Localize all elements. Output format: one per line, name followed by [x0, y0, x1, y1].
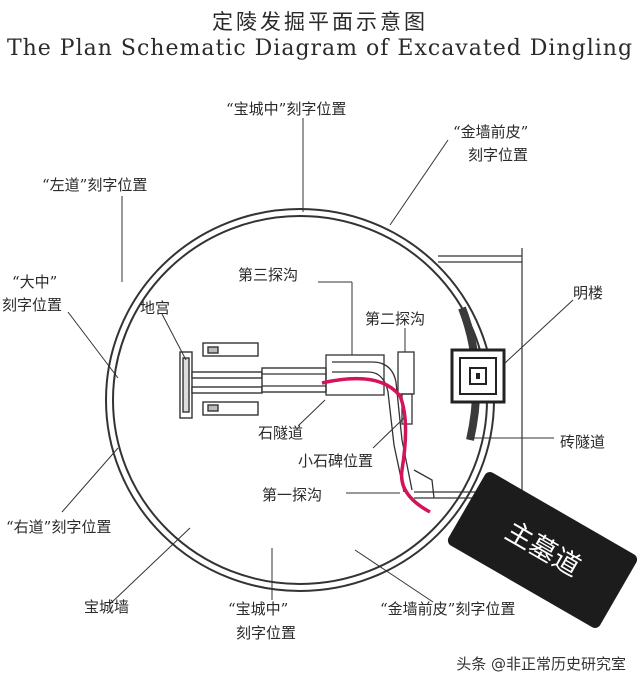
- label-digong: 地宫: [140, 299, 170, 317]
- minglou-building: [450, 348, 506, 404]
- label-minglou: 明楼: [573, 284, 603, 302]
- annotation-path: [321, 376, 431, 514]
- label-youdao: “右道”刻字位置: [6, 518, 111, 536]
- label-baocheng-bottom-2: 刻字位置: [236, 624, 296, 642]
- label-zhuansuidao: 砖隧道: [560, 433, 605, 451]
- stone-tunnel: [262, 373, 326, 387]
- label-dazhong-1: “大中”: [12, 273, 57, 291]
- digong-structure: [179, 342, 327, 419]
- label-tangou2: 第二探沟: [365, 310, 425, 328]
- label-tangou3: 第三探沟: [238, 266, 298, 284]
- label-jinqiang-bottom: “金墙前皮”刻字位置: [380, 600, 515, 618]
- label-xiaoshibei: 小石碑位置: [298, 452, 373, 470]
- label-baochengqiang: 宝城墙: [84, 598, 129, 616]
- label-zuodao: “左道”刻字位置: [42, 176, 147, 194]
- labels: “宝城中”刻字位置 “金墙前皮” 刻字位置 “左道”刻字位置 “大中” 刻字位置…: [2, 100, 605, 642]
- label-baocheng-bottom-1: “宝城中”: [228, 600, 288, 618]
- diagram-title-en: The Plan Schematic Diagram of Excavated …: [6, 36, 634, 61]
- label-jinqiang-top-2: 刻字位置: [468, 146, 528, 164]
- trench-structures: [325, 351, 435, 499]
- watermark: 头条 @非正常历史研究室: [456, 655, 626, 673]
- diagram-title-cn: 定陵发掘平面示意图: [212, 10, 428, 34]
- label-dazhong-2: 刻字位置: [2, 296, 62, 314]
- leader-lines: [61, 118, 574, 605]
- label-shisuidao: 石隧道: [258, 424, 303, 442]
- label-baocheng-top: “宝城中”刻字位置: [226, 100, 346, 118]
- label-jinqiang-top-1: “金墙前皮”: [453, 123, 528, 141]
- baocheng-wall: [105, 208, 495, 592]
- label-tangou1: 第一探沟: [262, 486, 322, 504]
